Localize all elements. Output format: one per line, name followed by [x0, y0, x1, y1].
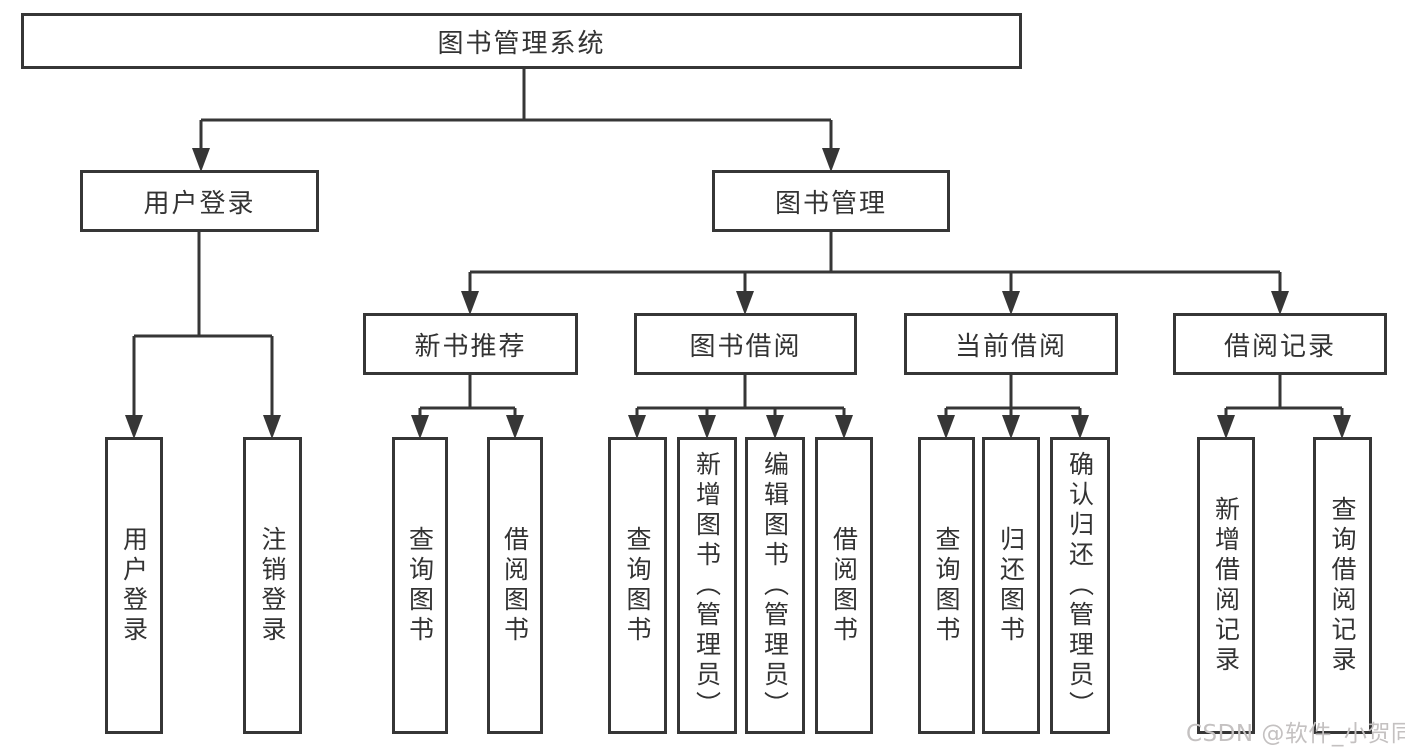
connector-user-login-to-leaves [125, 232, 281, 439]
node-leaf-bb-edit-books: 编辑图书（管理员） [745, 437, 805, 734]
connector-root-to-level2 [192, 68, 840, 172]
node-borrow-records: 借阅记录 [1173, 313, 1387, 375]
connector-borrow-records-to-leaves [1217, 375, 1351, 439]
node-leaf-br-add-record-label: 新增借阅记录 [1211, 495, 1241, 676]
node-borrow-records-label: 借阅记录 [1223, 331, 1336, 362]
node-book-mgmt: 图书管理 [712, 170, 950, 232]
node-leaf-nbr-borrow-books: 借阅图书 [487, 437, 543, 734]
node-leaf-bb-edit-books-label: 编辑图书（管理员） [760, 450, 790, 721]
node-leaf-br-query-record: 查询借阅记录 [1313, 437, 1372, 734]
connector-book-borrow-to-leaves [628, 375, 853, 439]
connector-current-borrow-to-leaves [937, 375, 1089, 439]
node-leaf-bb-query-books-label: 查询图书 [623, 525, 652, 646]
node-leaf-logout: 注销登录 [243, 437, 302, 734]
node-leaf-bb-add-books: 新增图书（管理员） [677, 437, 737, 734]
node-leaf-nbr-borrow-books-label: 借阅图书 [500, 525, 530, 646]
node-leaf-nbr-query-books: 查询图书 [392, 437, 448, 734]
node-leaf-cb-confirm-return-label: 确认归还（管理员） [1065, 450, 1095, 721]
node-leaf-nbr-query-books-label: 查询图书 [405, 525, 435, 646]
node-user-login: 用户登录 [80, 170, 319, 232]
node-leaf-br-add-record: 新增借阅记录 [1197, 437, 1255, 734]
node-leaf-bb-add-books-label: 新增图书（管理员） [692, 450, 722, 721]
node-leaf-bb-borrow-books-label: 借阅图书 [829, 525, 859, 646]
node-book-borrow-label: 图书借阅 [689, 331, 802, 362]
node-leaf-user-login: 用户登录 [105, 437, 163, 734]
node-new-book-rec: 新书推荐 [363, 313, 578, 375]
node-leaf-br-query-record-label: 查询借阅记录 [1328, 495, 1357, 676]
node-leaf-cb-return-books: 归还图书 [982, 437, 1040, 734]
node-user-login-label: 用户登录 [143, 188, 256, 219]
node-new-book-rec-label: 新书推荐 [414, 331, 527, 362]
node-leaf-user-login-label: 用户登录 [119, 525, 149, 646]
node-current-borrow: 当前借阅 [904, 313, 1118, 375]
node-current-borrow-label: 当前借阅 [954, 331, 1067, 362]
csdn-watermark: CSDN @软件_小贺同学 [1186, 721, 1405, 747]
node-leaf-bb-borrow-books: 借阅图书 [815, 437, 873, 734]
connector-new-book-rec-to-leaves [411, 375, 524, 439]
node-leaf-bb-query-books: 查询图书 [608, 437, 667, 734]
node-leaf-cb-confirm-return: 确认归还（管理员） [1050, 437, 1110, 734]
node-book-mgmt-label: 图书管理 [774, 188, 887, 219]
node-leaf-cb-return-books-label: 归还图书 [996, 525, 1026, 646]
node-book-borrow: 图书借阅 [634, 313, 857, 375]
node-leaf-cb-query-books: 查询图书 [918, 437, 975, 734]
connector-book-mgmt-to-sections [461, 232, 1289, 315]
node-root-label: 图书管理系统 [437, 28, 606, 59]
node-leaf-logout-label: 注销登录 [258, 525, 287, 646]
node-root: 图书管理系统 [21, 13, 1022, 69]
node-leaf-cb-query-books-label: 查询图书 [932, 525, 961, 646]
